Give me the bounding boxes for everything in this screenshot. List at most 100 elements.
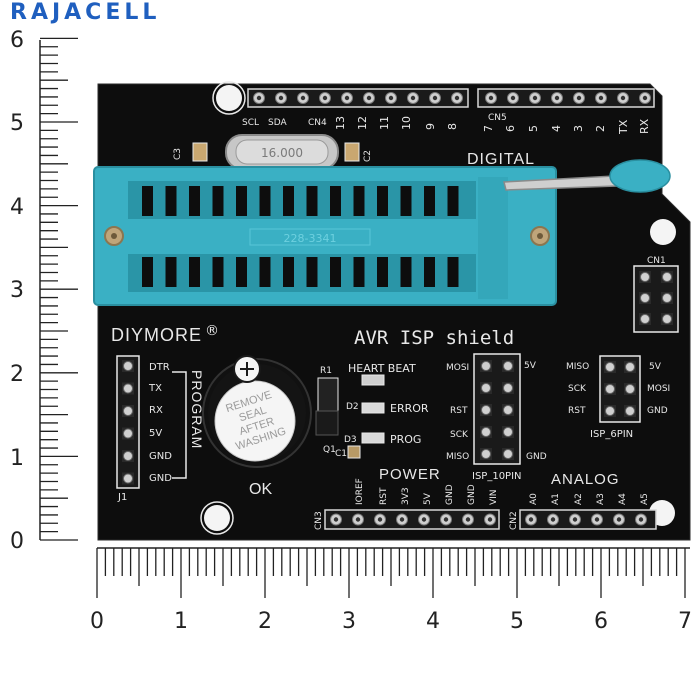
program-pin-label: 5V: [149, 428, 162, 439]
header-label: 9: [424, 123, 437, 130]
top-right-header: CN5 7 6 5 4 3 2 TX RX: [477, 88, 655, 135]
capacitor-c3: C3: [173, 142, 208, 162]
isp10-label: SCK: [450, 430, 469, 440]
isp6-label: RST: [568, 406, 586, 416]
power-pin-label: RST: [379, 487, 389, 505]
ruler-x-label-2: 2: [258, 609, 272, 634]
c3-label: C3: [173, 148, 183, 160]
program-label: PROGRAM: [189, 370, 205, 449]
ruler-x-label-5: 5: [510, 609, 524, 634]
vertical-ruler: 0 1 2 3 4 5 6: [10, 28, 78, 554]
analog-label: ANALOG: [551, 471, 620, 488]
program-header: DTR TX RX 5V GND GND J1 PROGRAM: [116, 355, 205, 503]
program-pin-label: GND: [149, 451, 172, 462]
header-label: SCL: [242, 118, 259, 128]
zif-socket: 228-3341: [93, 166, 557, 306]
board-title: AVR ISP shield: [354, 327, 514, 349]
power-label: POWER: [379, 466, 441, 483]
program-pin-label: RX: [149, 405, 163, 416]
header-label: 10: [400, 116, 413, 130]
cn2-label: CN2: [509, 511, 519, 530]
isp-10pin-header: MOSI RST SCK MISO 5V GND ISP_10PIN: [446, 353, 547, 482]
header-label: TX: [617, 119, 630, 135]
cn1-header: CN1: [633, 256, 679, 333]
analog-pin-label: A5: [640, 493, 650, 505]
ruler-x-label-4: 4: [426, 609, 440, 634]
ruler-y-label-2: 2: [10, 362, 24, 387]
header-label: CN4: [308, 118, 327, 128]
ruler-x-label-7: 7: [678, 609, 692, 634]
led-label-error: ERROR: [390, 402, 429, 415]
isp10-label: 5V: [524, 361, 537, 371]
analog-pin-label: A4: [618, 493, 628, 505]
ruler-y-label-4: 4: [10, 195, 24, 220]
header-label: SDA: [268, 118, 287, 128]
led-label-prog: PROG: [390, 433, 421, 446]
zif-marking: 228-3341: [284, 232, 337, 245]
c2-label: C2: [363, 150, 373, 162]
header-label: RX: [638, 118, 651, 134]
capacitor-c2: C2: [344, 142, 373, 162]
digital-label: DIGITAL: [467, 151, 535, 168]
horizontal-ruler: 0 1 2 3 4 5 6 7: [90, 547, 692, 634]
isp6-label: MISO: [566, 362, 589, 372]
header-label: CN5: [488, 113, 507, 123]
program-pin-label: DTR: [149, 362, 170, 373]
power-pin-label: GND: [467, 484, 477, 505]
ruler-y-label-0: 0: [10, 529, 24, 554]
power-header: CN3 IOREF RST 3V3 5V GND GND VIN: [314, 478, 500, 530]
isp6-label: GND: [647, 406, 668, 416]
brand-name: DIYMORE: [111, 325, 202, 345]
power-pin-label: VIN: [489, 489, 499, 505]
ruler-x-label-6: 6: [594, 609, 608, 634]
crystal-oscillator: 16.000: [225, 134, 339, 170]
brand-block: DIYMORE ®: [111, 323, 219, 345]
watermark-text: RAJACELL: [10, 0, 161, 25]
ruler-x-label-1: 1: [174, 609, 188, 634]
q1-label: Q1: [323, 445, 336, 455]
header-label: 5: [527, 125, 540, 132]
j1-label: J1: [117, 492, 127, 503]
registered-mark: ®: [205, 323, 219, 339]
analog-pin-label: A1: [551, 493, 561, 505]
buzzer: REMOVE SEAL AFTER WASHING: [202, 355, 312, 468]
isp10-label: GND: [526, 452, 547, 462]
power-pin-label: GND: [445, 484, 455, 505]
header-label: 12: [356, 116, 369, 130]
isp6-label: 5V: [649, 362, 662, 372]
isp10-label: MOSI: [446, 363, 469, 373]
header-label: 13: [334, 116, 347, 130]
ruler-y-label-6: 6: [10, 28, 24, 53]
program-pin-label: TX: [148, 383, 162, 394]
ruler-x-label-0: 0: [90, 609, 104, 634]
led-label-heartbeat: HEART BEAT: [348, 362, 416, 375]
header-label: 3: [572, 125, 585, 132]
analog-pin-label: A3: [596, 493, 606, 505]
d2-label: D2: [346, 402, 359, 412]
mounting-hole: [204, 505, 230, 531]
power-pin-label: 3V3: [401, 487, 411, 505]
status-leds: R1 D2 D3 C1 Q1 HEART BEAT ERROR PROG: [315, 362, 429, 459]
isp10-label: RST: [450, 406, 468, 416]
r1-label: R1: [320, 366, 332, 376]
ok-label: OK: [249, 481, 272, 498]
header-label: 6: [504, 125, 517, 132]
header-label: 8: [446, 123, 459, 130]
c1-label: C1: [335, 449, 347, 459]
ruler-y-label-5: 5: [10, 111, 24, 136]
header-label: 2: [594, 125, 607, 132]
isp6-label: MOSI: [647, 384, 670, 394]
power-pin-label: IOREF: [355, 478, 365, 505]
header-label: 4: [550, 125, 563, 132]
d3-label: D3: [344, 435, 357, 445]
ruler-y-label-3: 3: [10, 278, 24, 303]
crystal-marking: 16.000: [261, 146, 303, 160]
analog-header: CN2 A0 A1 A2 A3 A4 A5: [509, 493, 657, 530]
isp10-label: MISO: [446, 452, 469, 462]
header-label: 11: [378, 116, 391, 130]
mounting-hole: [650, 219, 676, 245]
analog-pin-label: A0: [529, 493, 539, 505]
mounting-hole: [216, 85, 242, 111]
isp-6pin-header: MISO SCK RST 5V MOSI GND ISP_6PIN: [566, 355, 670, 440]
